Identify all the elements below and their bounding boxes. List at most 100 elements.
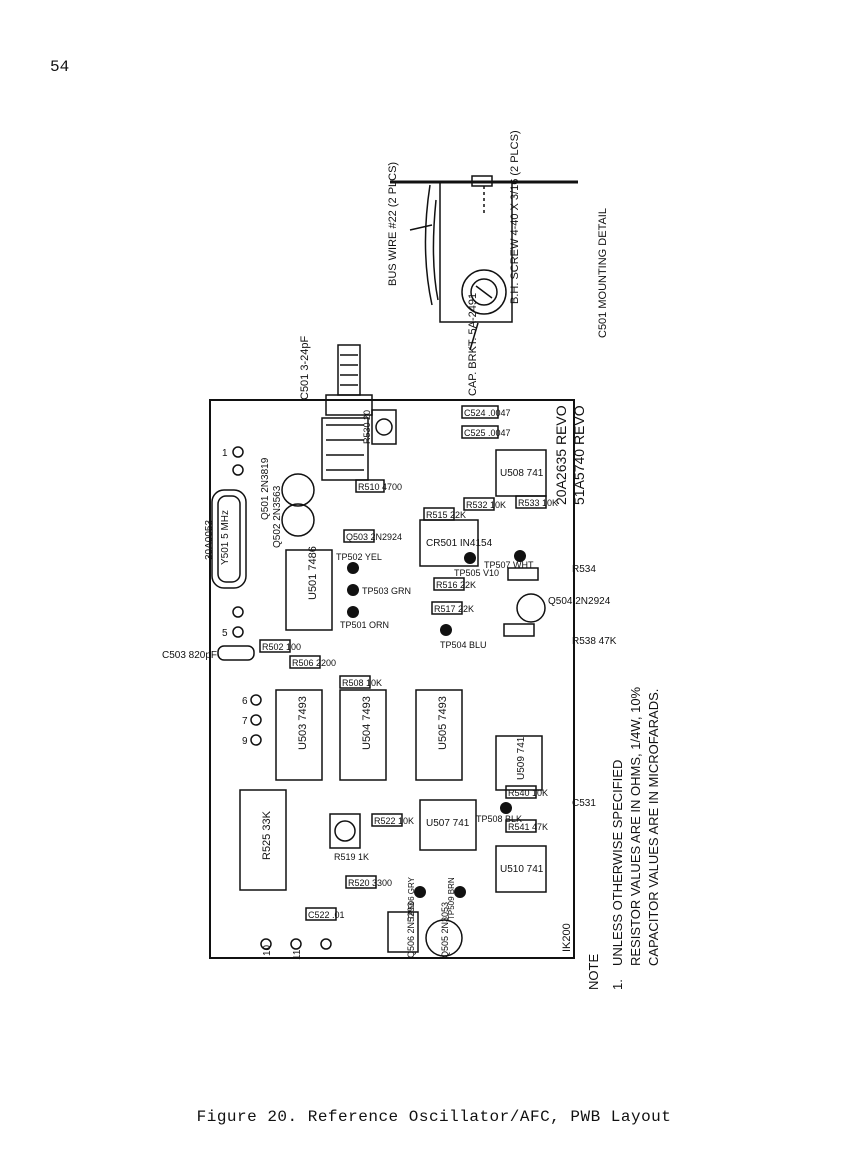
r515-label: R515 22K — [426, 510, 466, 520]
pad-10-label: 11 — [292, 949, 303, 960]
pad-3 — [232, 606, 244, 618]
ic-u501 — [285, 549, 333, 631]
c531-label: C531 — [572, 798, 596, 809]
c524-box — [461, 405, 499, 419]
pad-5 — [250, 694, 262, 706]
u506-label: CR501 IN4154 — [426, 538, 493, 549]
pad-1-label: 1 — [222, 448, 228, 459]
ic-u505 — [415, 689, 463, 781]
pad-10 — [290, 938, 302, 950]
r534-box — [507, 567, 539, 581]
q505-label: Q505 2N3053 — [440, 902, 450, 958]
c525-label: C525 .0047 — [464, 428, 511, 438]
r510-label: Q503 2N2924 — [346, 532, 402, 542]
u507-label: U507 741 — [426, 818, 470, 829]
ic-u510 — [495, 845, 547, 893]
detail-title: C501 MOUNTING DETAIL — [597, 208, 609, 338]
note-line-3: CAPACITOR VALUES ARE IN MICROFARADS. — [646, 689, 661, 966]
c524-label: C524 .0047 — [464, 408, 511, 418]
tp504-label: TP504 BLU — [440, 640, 487, 650]
pad-9 — [260, 938, 272, 950]
r506-label: R506 2200 — [292, 658, 336, 668]
board-marking: IK200 — [561, 923, 573, 952]
tp507-dot — [514, 550, 526, 562]
q501-label: Q501 2N3819 — [260, 457, 271, 520]
q502 — [281, 503, 315, 537]
pad-11 — [320, 938, 332, 950]
figure-caption: Figure 20. Reference Oscillator/AFC, PWB… — [196, 1108, 672, 1126]
q505 — [425, 919, 463, 957]
pad-2 — [232, 464, 244, 476]
pad-5-label: 6 — [242, 696, 248, 707]
r530-label: R530 20 — [362, 410, 372, 444]
page-number: 54 — [50, 58, 70, 76]
tp502-dot — [347, 562, 359, 574]
r527-box — [305, 907, 337, 921]
r511-box — [355, 479, 385, 493]
u508-label: U508 741 — [500, 468, 544, 479]
pad-6 — [250, 714, 262, 726]
tp509-label: TP509 BRN — [447, 877, 456, 920]
tp501-dot — [347, 606, 359, 618]
r515-box — [423, 507, 455, 521]
crystal-part-label: 30A0053 — [204, 520, 215, 560]
r541-box — [505, 819, 537, 833]
pad-1 — [232, 446, 244, 458]
r533-box — [515, 495, 547, 509]
ic-u503 — [275, 689, 323, 781]
bus-wire-label: BUS WIRE #22 (2 PLCS) — [387, 162, 399, 286]
u505-label: U505 7493 — [437, 696, 449, 750]
note-line-2: RESISTOR VALUES ARE IN OHMS, 1/4W, 10% — [628, 686, 643, 966]
c528-box — [503, 623, 535, 637]
r511-label: R510 4700 — [358, 482, 402, 492]
tp505-label: TP505 V10 — [454, 568, 499, 578]
r522-label: R522 10K — [374, 816, 414, 826]
bracket-label: CAP. BRKT. 5A-2491 — [467, 293, 479, 396]
pad-7-label: 9 — [242, 736, 248, 747]
u503-label: U503 7493 — [297, 696, 309, 750]
r516-box — [433, 577, 465, 591]
r540-box — [505, 785, 537, 799]
note-item-number: 1. — [610, 979, 625, 990]
r519-trimmer — [329, 813, 361, 849]
mounting-detail-drawing — [390, 175, 578, 351]
u502-label: R525 33K — [261, 810, 273, 860]
u504-label: U504 7493 — [361, 696, 373, 750]
tp507-label: TP507 WHT — [484, 560, 534, 570]
r532-label: R532 10K — [466, 500, 506, 510]
r516-label: R516 22K — [436, 580, 476, 590]
q506-label: Q506 2N5293 — [406, 902, 416, 958]
board-id-1: 20A2635 REVO — [553, 405, 569, 505]
r525-label: R520 3300 — [348, 878, 392, 888]
tp503-label: TP503 GRN — [362, 586, 411, 596]
r502-box — [259, 639, 291, 653]
tp508-label: TP508 BLK — [476, 814, 522, 824]
r519-label: R519 1K — [334, 852, 369, 862]
r534-label: R534 — [572, 564, 596, 575]
ic-u502 — [239, 789, 287, 891]
pad-9-label: 10 — [262, 944, 273, 956]
r540-label: R540 10K — [508, 788, 548, 798]
y501-label: Y501 5 MHz — [220, 510, 231, 565]
q502-label: Q502 2N3563 — [272, 485, 283, 548]
u509-label: U509 741 — [516, 736, 527, 780]
screw-label: B.H. SCREW 4-40 X 3/16 (2 PLCS) — [509, 130, 521, 304]
note-line-1: UNLESS OTHERWISE SPECIFIED — [610, 760, 625, 966]
tp505-dot — [464, 552, 476, 564]
r525-box — [345, 875, 377, 889]
note-heading: NOTE — [586, 954, 601, 990]
r517-label: R517 22K — [434, 604, 474, 614]
r502-label: R502 100 — [262, 642, 301, 652]
tp506-label: TP506 GRY — [407, 876, 416, 920]
tp508-dot — [500, 802, 512, 814]
c525-box — [461, 425, 499, 439]
r541-label: R541 47K — [508, 822, 548, 832]
pad-7 — [250, 734, 262, 746]
board-outline — [209, 399, 575, 959]
r506-box — [289, 655, 321, 669]
pad-4-label: 5 — [222, 628, 228, 639]
c528-label: R538 47K — [572, 636, 617, 647]
board-id-2: 51A5740 REVO — [571, 405, 587, 505]
tp501-label: TP501 ORN — [340, 620, 389, 630]
